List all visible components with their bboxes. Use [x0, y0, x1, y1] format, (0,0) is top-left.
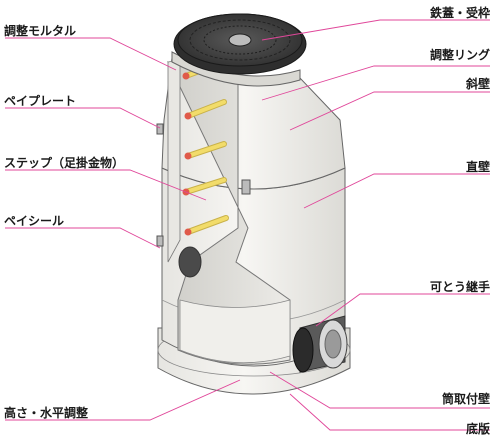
label-iron-cover-frame: 鉄蓋・受枠	[429, 6, 490, 20]
leader-lines	[5, 19, 490, 431]
leader-pipe-fitting-wall	[269, 371, 490, 409]
leader-pay-seal	[5, 227, 161, 249]
label-straight-wall: 直壁	[465, 160, 490, 174]
cover-center-emblem	[228, 33, 252, 47]
step-rung	[184, 141, 227, 160]
label-step: ステップ（足掛金物）	[4, 156, 125, 170]
label-adjusting-ring: 調整リング	[429, 48, 490, 62]
leader-adjusting-mortar	[5, 37, 177, 71]
label-flexible-joint: 可とう継手	[429, 280, 490, 294]
label-pipe-fitting-wall: 筒取付壁	[441, 392, 490, 406]
pay-plate-bracket	[156, 123, 164, 135]
leader-iron-cover	[261, 19, 490, 41]
label-pay-plate: ペイプレート	[4, 94, 77, 108]
label-adjusting-mortar: 調整モルタル	[4, 24, 77, 38]
pay-plate-bracket	[241, 179, 251, 195]
label-height-level-adjust: 高さ・水平調整	[4, 406, 89, 420]
label-slope-wall: 斜壁	[465, 77, 490, 91]
leader-straight-wall	[303, 173, 490, 209]
step-rung	[184, 215, 229, 236]
leader-pay-plate	[5, 107, 161, 129]
leader-bottom-slab	[289, 393, 490, 431]
leader-slope-wall	[289, 91, 490, 131]
leader-adjusting-ring	[261, 65, 490, 101]
cutaway-front-face	[167, 59, 181, 263]
cutaway-floor	[179, 299, 291, 364]
label-bottom-slab: 底版	[465, 422, 490, 436]
pay-seal-hole	[178, 246, 202, 278]
pay-plate-bracket	[156, 235, 164, 247]
leader-flexible-joint	[315, 293, 490, 327]
leader-step	[5, 169, 207, 201]
flexible-joint-pipe	[292, 315, 348, 373]
leader-height-level	[5, 379, 241, 421]
label-pay-seal: ペイシール	[4, 214, 65, 228]
step-rung	[184, 99, 227, 120]
iron-cover-frame-shape	[173, 13, 307, 75]
